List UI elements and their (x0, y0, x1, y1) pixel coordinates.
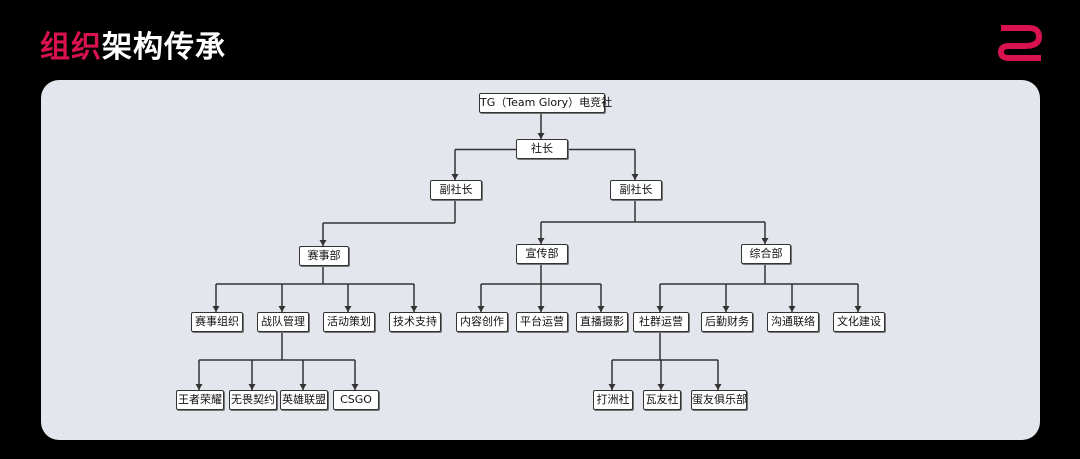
org-node-vp-right: 副社长 (610, 180, 662, 200)
arrowhead-icon (722, 306, 730, 312)
arrowhead-icon (788, 306, 796, 312)
org-node-vp-left: 副社长 (430, 180, 482, 200)
org-node-activity: 活动策划 (323, 312, 375, 332)
org-node-general: 综合部 (741, 244, 791, 264)
org-node-community: 社群运营 (633, 312, 689, 332)
arrowhead-icon (477, 306, 485, 312)
arrowhead-icon (410, 306, 418, 312)
org-node-events: 赛事部 (299, 246, 349, 266)
org-node-hok: 王者荣耀 (176, 390, 224, 410)
org-node-valorant: 无畏契约 (229, 390, 277, 410)
arrowhead-icon (657, 384, 665, 390)
arrowhead-icon (537, 133, 545, 139)
org-node-publicity: 宣传部 (516, 244, 568, 264)
arrowhead-icon (854, 306, 862, 312)
arrowhead-icon (714, 384, 722, 390)
org-node-culture: 文化建设 (833, 312, 885, 332)
org-node-ev-org: 赛事组织 (191, 312, 243, 332)
arrowhead-icon (597, 306, 605, 312)
arrowhead-icon (195, 384, 203, 390)
org-node-content: 内容创作 (456, 312, 508, 332)
page-title: 组织架构传承 (40, 22, 226, 66)
org-node-danyou: 蛋友俱乐部 (691, 390, 747, 410)
org-node-president: 社长 (516, 139, 568, 159)
arrowhead-icon (344, 306, 352, 312)
arrowhead-icon (608, 384, 616, 390)
org-node-club: TG（Team Glory）电竞社 (479, 93, 612, 113)
arrowhead-icon (537, 306, 545, 312)
org-node-dazhou: 打洲社 (593, 390, 633, 410)
arrowhead-icon (319, 240, 327, 246)
org-node-team-mgmt: 战队管理 (257, 312, 309, 332)
arrowhead-icon (248, 384, 256, 390)
org-node-lol: 英雄联盟 (280, 390, 328, 410)
arrowhead-icon (631, 174, 639, 180)
arrowhead-icon (351, 384, 359, 390)
arrowhead-icon (761, 238, 769, 244)
org-node-logistics: 后勤财务 (701, 312, 753, 332)
arrowhead-icon (537, 238, 545, 244)
org-node-stream: 直播摄影 (576, 312, 628, 332)
org-node-platform: 平台运营 (516, 312, 568, 332)
arrowhead-icon (212, 306, 220, 312)
org-node-liaison: 沟通联络 (767, 312, 819, 332)
title-rest: 架构传承 (102, 30, 226, 65)
org-node-wayou: 瓦友社 (643, 390, 681, 410)
arrowhead-icon (656, 306, 664, 312)
org-node-csgo: CSGO (333, 390, 379, 410)
org-node-tech: 技术支持 (389, 312, 441, 332)
title-highlight: 组织 (40, 30, 102, 65)
arrowhead-icon (299, 384, 307, 390)
arrowhead-icon (451, 174, 459, 180)
arrowhead-icon (278, 306, 286, 312)
zowie-logo-icon (998, 25, 1042, 61)
